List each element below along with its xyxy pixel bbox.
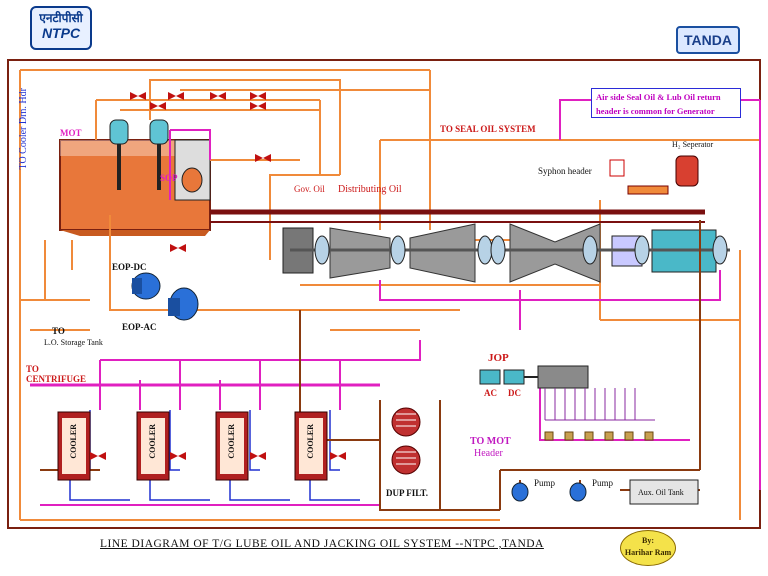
pump2-label: Pump xyxy=(592,478,614,488)
mot-label: MOT xyxy=(60,128,82,138)
mot-vapour-extractor-2 xyxy=(149,119,169,145)
author-badge: By: Harihar Ram xyxy=(620,530,676,566)
h2-separator xyxy=(609,155,699,195)
to-seal-oil-label: TO SEAL OIL SYSTEM xyxy=(440,124,536,134)
jop-ac-label: AC xyxy=(484,388,497,398)
to-mot-label-1: TO MOT xyxy=(470,436,511,447)
generator-return-note: Air side Seal Oil & Lub Oil return heade… xyxy=(591,88,741,118)
h2-separator-label: H₂ Seperator xyxy=(672,140,714,149)
lube-oil-lines xyxy=(19,69,760,521)
cooler-4-label: COOLER xyxy=(306,424,315,459)
duplex-filter xyxy=(391,407,421,475)
cooler-2-label: COOLER xyxy=(148,424,157,459)
to-lo-storage-label-1: TO xyxy=(52,326,65,336)
to-centrifuge-label-1: TO xyxy=(26,364,39,374)
turbine-train xyxy=(282,223,730,283)
to-cooler-drn-label: TO Cooler Drn. Hdr xyxy=(18,88,29,170)
to-mot-label-2: Header xyxy=(474,448,503,459)
mot-vapour-extractor-1 xyxy=(109,119,129,145)
aux-oil-tank-label: Aux. Oil Tank xyxy=(638,488,684,497)
hp-turbine xyxy=(329,227,391,279)
mot-tank xyxy=(59,119,211,236)
jop-label: JOP xyxy=(488,352,509,364)
cooler-bank xyxy=(57,411,328,481)
cooling-water-lines xyxy=(69,410,360,501)
dup-filt-label: DUP FILT. xyxy=(386,488,429,498)
syphon-header-label: Syphon header xyxy=(538,166,592,176)
pump1-label: Pump xyxy=(534,478,556,488)
to-lo-storage-label-2: L.O. Storage Tank xyxy=(44,338,103,347)
jacking-oil-valves xyxy=(544,431,654,441)
jop-dc-label: DC xyxy=(508,388,521,398)
aux-oil-tank xyxy=(629,479,699,505)
diagram-title: LINE DIAGRAM OF T/G LUBE OIL AND JACKING… xyxy=(100,538,544,550)
ntpc-logo-hindi: एनटीपीसी xyxy=(39,11,83,25)
eop-ac-label: EOP-AC xyxy=(122,322,157,332)
tanda-logo: TANDA xyxy=(676,26,740,54)
gov-oil-label: Gov. Oil xyxy=(294,184,325,194)
ip-turbine xyxy=(409,223,476,283)
sop-label: SOP xyxy=(160,173,178,183)
distributing-oil-label: Distributing Oil xyxy=(338,184,402,195)
cooler-1-label: COOLER xyxy=(69,424,78,459)
aux-pumps xyxy=(511,482,587,502)
author-name: Harihar Ram xyxy=(624,548,672,557)
eop-dc-label: EOP-DC xyxy=(112,262,147,272)
lp-turbine xyxy=(509,223,601,283)
jop-unit xyxy=(479,365,589,389)
main-oil-header xyxy=(210,209,705,223)
to-centrifuge-label-2: CENTRIFUGE xyxy=(26,374,87,384)
ntpc-logo-text: NTPC xyxy=(41,25,81,41)
eop-pumps xyxy=(131,272,199,321)
ntpc-logo: एनटीपीसी NTPC xyxy=(30,6,92,50)
author-by: By: xyxy=(642,536,654,545)
valves xyxy=(90,92,346,460)
cooler-3-label: COOLER xyxy=(227,424,236,459)
sop-pump xyxy=(181,167,203,193)
